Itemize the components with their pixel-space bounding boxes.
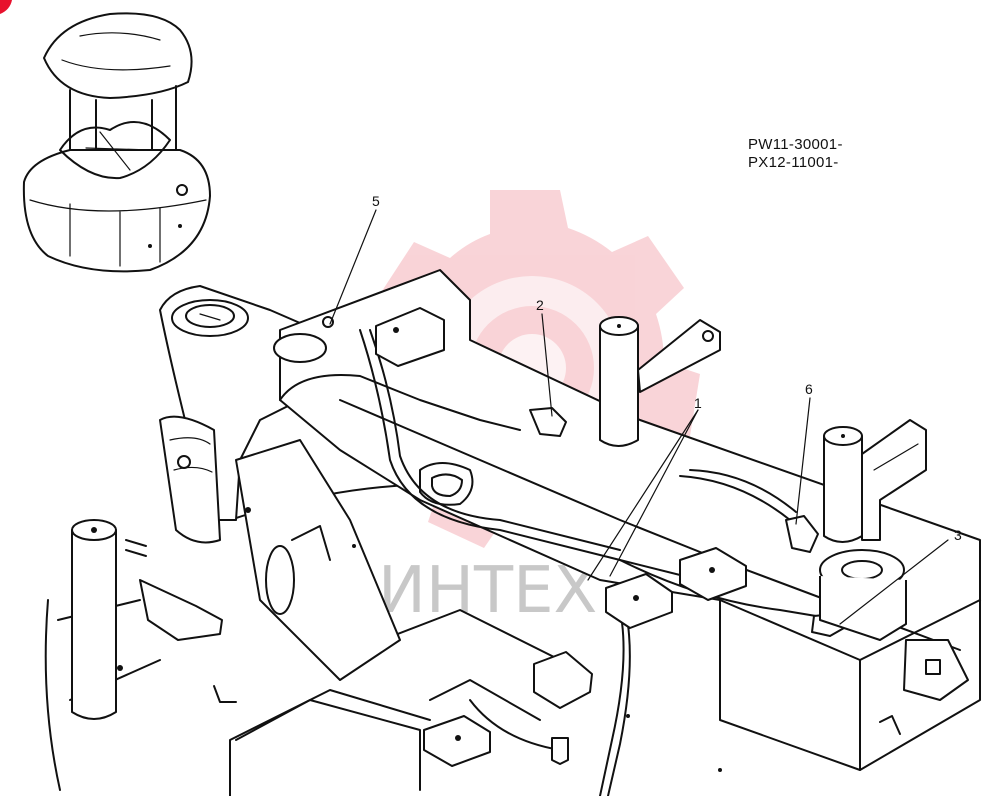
callout-2: 2 (536, 297, 544, 313)
corner-red-mark (0, 0, 12, 14)
serial-number-1: PW11-30001- (748, 136, 843, 153)
vertical-posts (71, 316, 863, 720)
fittings-and-valves (139, 307, 845, 767)
callout-3: 3 (954, 527, 962, 543)
inset-upper-structure-view (22, 12, 211, 273)
callout-5: 5 (372, 193, 380, 209)
watermark-text: ИНТЕХ (378, 554, 597, 628)
swing-motor-block (819, 549, 969, 701)
callout-6: 6 (805, 381, 813, 397)
hardware-details (117, 507, 901, 772)
callout-1: 1 (694, 395, 702, 411)
side-brackets (637, 319, 927, 541)
callout-leaders (329, 209, 949, 625)
serial-number-2: PX12-11001- (748, 154, 839, 171)
